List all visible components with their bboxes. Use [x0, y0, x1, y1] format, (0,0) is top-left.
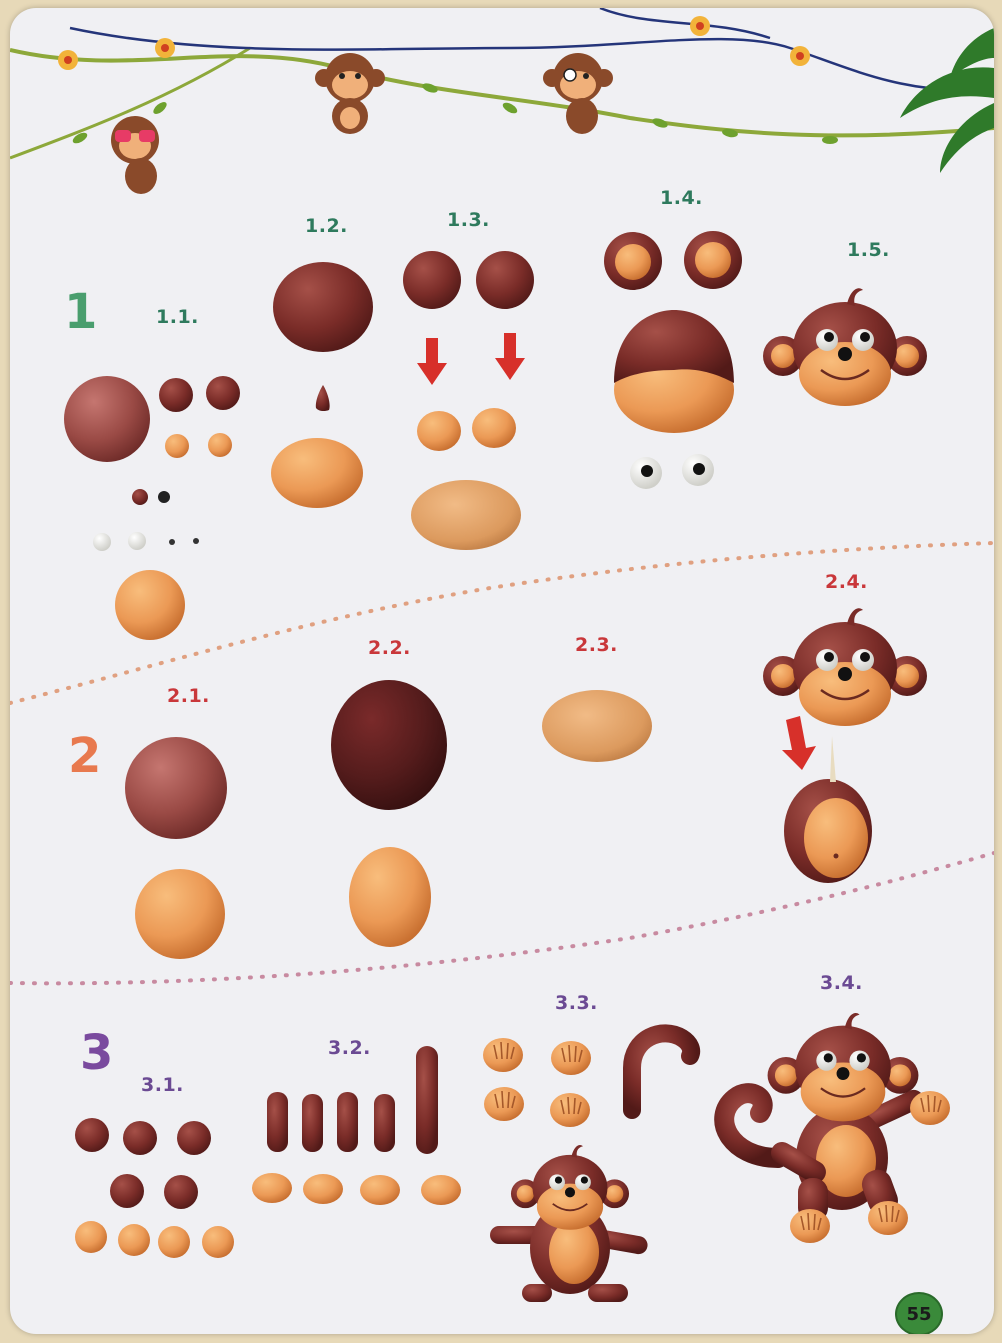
jungle-vines-decoration — [10, 8, 994, 194]
step-2-4-assembly — [763, 608, 927, 883]
step-label-3-3: 3.3. — [555, 992, 598, 1014]
step-label-2-4: 2.4. — [825, 571, 868, 593]
flower-icon — [58, 16, 810, 70]
page-number-badge: 55 — [895, 1292, 943, 1334]
step-2-2-pieces — [331, 680, 447, 947]
illustration — [10, 8, 994, 1334]
arrow-down-icon — [782, 716, 816, 770]
step-label-1-2: 1.2. — [305, 215, 348, 237]
step-1-3-pieces — [403, 251, 534, 550]
step-label-1-1: 1.1. — [156, 306, 199, 328]
step-label-2-1: 2.1. — [167, 685, 210, 707]
step-2-1-pieces — [125, 737, 227, 959]
step-1-5-monkey-head — [763, 288, 927, 406]
step-label-1-5: 1.5. — [847, 239, 890, 261]
step-3-3-pieces — [483, 1033, 691, 1302]
step-2-3-piece — [542, 690, 652, 762]
section-number-2: 2 — [68, 728, 101, 784]
step-label-1-4: 1.4. — [660, 187, 703, 209]
step-1-2-pieces — [271, 262, 373, 508]
section-number-text: 2 — [68, 728, 101, 784]
section-number-1: 1 — [64, 284, 97, 340]
step-3-1-pieces — [75, 1118, 234, 1258]
step-label-2-3: 2.3. — [575, 634, 618, 656]
section-number-3: 3 — [80, 1025, 113, 1081]
page-number: 55 — [906, 1304, 931, 1325]
step-label-3-4: 3.4. — [820, 972, 863, 994]
step-label-3-2: 3.2. — [328, 1037, 371, 1059]
section-number-text: 1 — [64, 284, 97, 340]
step-label-1-3: 1.3. — [447, 209, 490, 231]
palm-leaves-decoration — [900, 28, 994, 173]
step-label-3-1: 3.1. — [141, 1074, 184, 1096]
arrow-down-icon — [417, 333, 525, 385]
step-1-1-pieces — [64, 376, 240, 640]
book-page: 1 2 3 1.1. 1.2. 1.3. 1.4. 1.5. 2.1. 2.2.… — [10, 8, 994, 1334]
step-3-2-pieces — [252, 1046, 461, 1205]
section-number-text: 3 — [80, 1025, 113, 1081]
cartoon-monkey-icon — [111, 53, 613, 194]
step-3-4-finished-monkey — [724, 1013, 950, 1243]
step-1-4-pieces — [604, 231, 742, 489]
step-label-2-2: 2.2. — [368, 637, 411, 659]
